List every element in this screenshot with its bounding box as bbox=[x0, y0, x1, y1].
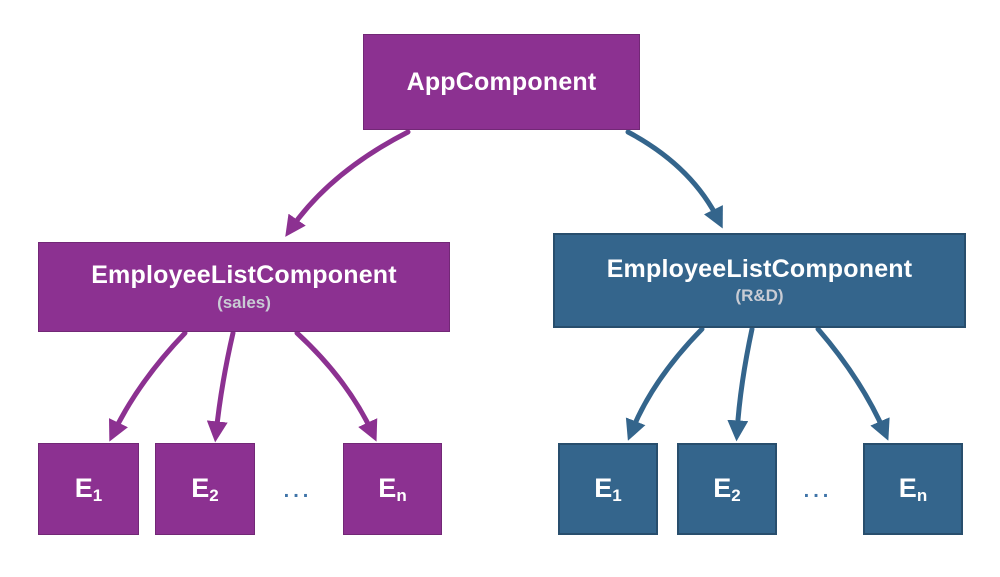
employee-box-rnd-e1: E1 bbox=[558, 443, 658, 535]
arrow-sales-to-en bbox=[294, 330, 378, 442]
employee-list-rnd-box: EmployeeListComponent (R&D) bbox=[553, 233, 966, 328]
employee-list-rnd-subtitle: (R&D) bbox=[735, 286, 784, 306]
employee-label: E1 bbox=[594, 472, 622, 505]
employee-list-sales-label: EmployeeListComponent bbox=[91, 261, 397, 290]
ellipsis-rnd: ... bbox=[803, 480, 833, 502]
arrow-rnd-to-en bbox=[815, 326, 890, 441]
employee-list-sales-box: EmployeeListComponent (sales) bbox=[38, 242, 450, 332]
arrow-root-to-rnd bbox=[625, 129, 723, 229]
employee-label: E2 bbox=[713, 472, 741, 505]
app-component-label: AppComponent bbox=[406, 67, 597, 96]
employee-label: E2 bbox=[191, 472, 219, 505]
arrow-rnd-to-e1 bbox=[625, 326, 705, 441]
arrow-sales-to-e2 bbox=[206, 330, 236, 443]
arrow-sales-to-e1 bbox=[108, 330, 188, 442]
employee-label: En bbox=[378, 472, 407, 505]
employee-box-rnd-en: En bbox=[863, 443, 963, 535]
employee-box-sales-en: En bbox=[343, 443, 442, 535]
employee-box-sales-e1: E1 bbox=[38, 443, 139, 535]
employee-label: En bbox=[898, 472, 928, 505]
arrow-rnd-to-e2 bbox=[727, 326, 755, 442]
app-component-box: AppComponent bbox=[363, 34, 640, 130]
employee-list-rnd-label: EmployeeListComponent bbox=[606, 254, 913, 283]
ellipsis-sales: ... bbox=[283, 480, 313, 502]
employee-label: E1 bbox=[74, 472, 103, 505]
employee-box-sales-e2: E2 bbox=[155, 443, 255, 535]
employee-box-rnd-e2: E2 bbox=[677, 443, 777, 535]
arrow-root-to-sales bbox=[285, 129, 411, 237]
employee-list-sales-subtitle: (sales) bbox=[217, 292, 271, 312]
